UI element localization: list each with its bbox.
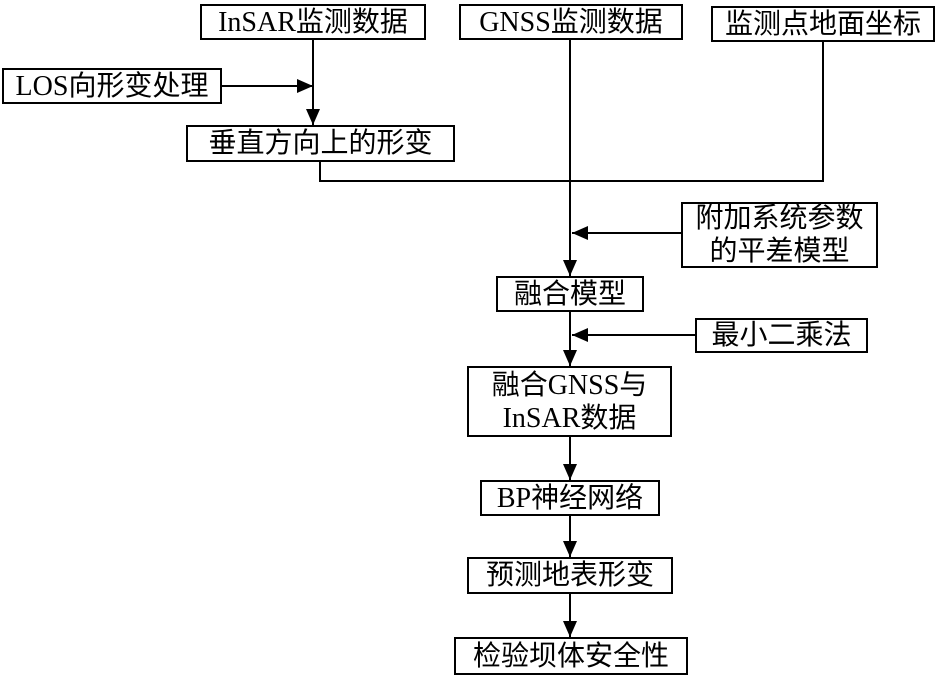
node-ground-coords: 监测点地面坐标 — [711, 6, 935, 42]
node-fusion-gnss-insar: 融合GNSS与 InSAR数据 — [467, 366, 672, 437]
node-los-processing: LOS向形变处理 — [2, 68, 222, 104]
node-predict-deformation: 预测地表形变 — [467, 557, 673, 594]
node-bp-network: BP神经网络 — [480, 480, 660, 516]
node-gnss-data: GNSS监测数据 — [459, 4, 683, 40]
node-fusion-model: 融合模型 — [496, 276, 644, 312]
node-dam-safety: 检验坝体安全性 — [454, 637, 688, 675]
node-adjustment-model: 附加系统参数 的平差模型 — [681, 202, 878, 268]
node-least-squares: 最小二乘法 — [695, 318, 868, 353]
node-vertical-deformation: 垂直方向上的形变 — [186, 125, 455, 162]
node-insar-data: InSAR监测数据 — [200, 4, 426, 40]
edge-collector-coords-vertical — [319, 42, 824, 182]
